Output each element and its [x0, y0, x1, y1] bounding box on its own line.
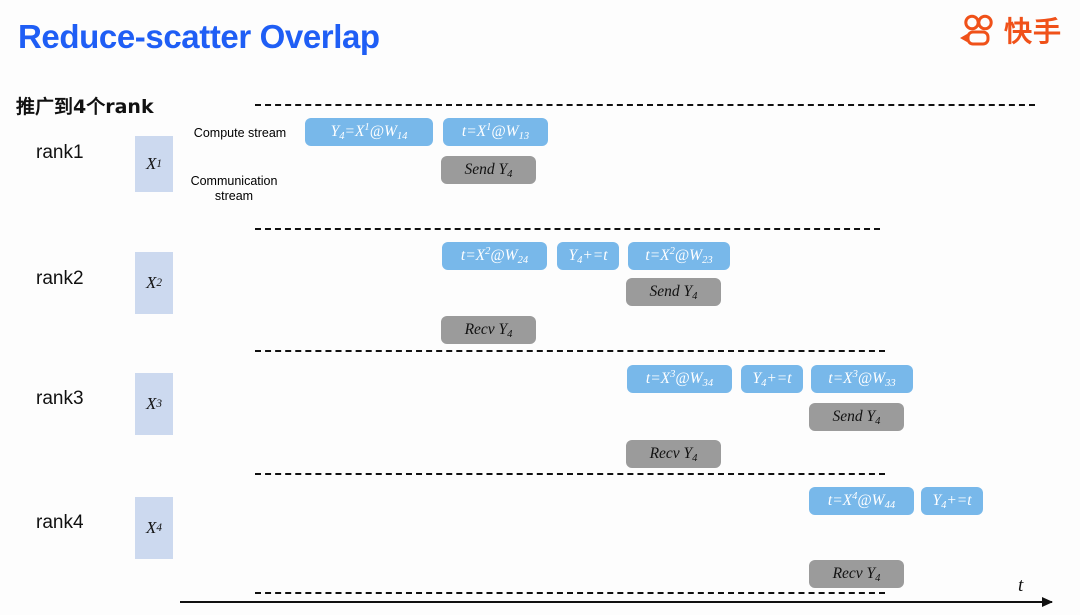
op-label: t=X4@W44: [827, 490, 896, 512]
dashed-separator: [255, 473, 885, 475]
logo-wordmark: 快手: [1003, 15, 1062, 48]
dashed-separator: [255, 592, 885, 594]
op-label: Recv Y4: [832, 564, 881, 584]
compute-op-box[interactable]: t=X2@W23: [628, 242, 730, 270]
recv-op-box[interactable]: Recv Y4: [441, 316, 536, 344]
kuaishou-mark-icon: [958, 14, 998, 46]
compute-op-box[interactable]: t=X3@W34: [627, 365, 732, 393]
kuaishou-logo: 快手: [958, 10, 1062, 50]
op-label: Send Y4: [464, 160, 513, 180]
compute-op-box[interactable]: t=X2@W24: [442, 242, 547, 270]
compute-op-box[interactable]: t=X1@W13: [443, 118, 548, 146]
op-label: t=X3@W34: [645, 368, 714, 390]
page-title: Reduce-scatter Overlap: [18, 18, 380, 55]
op-label: Recv Y4: [649, 444, 698, 464]
rank-label-4: rank4: [36, 512, 84, 533]
compute-op-box[interactable]: Y4=X1@W14: [305, 118, 433, 146]
dashed-separator: [255, 350, 885, 352]
compute-op-box[interactable]: t=X3@W33: [811, 365, 913, 393]
compute-op-box[interactable]: Y4+=t: [741, 365, 803, 393]
compute-op-box[interactable]: Y4+=t: [557, 242, 619, 270]
recv-op-box[interactable]: Recv Y4: [809, 560, 904, 588]
op-label: Send Y4: [649, 282, 698, 302]
recv-op-box[interactable]: Recv Y4: [626, 440, 721, 468]
rank-label-1: rank1: [36, 142, 84, 163]
op-label: Send Y4: [832, 407, 881, 427]
op-label: Y4+=t: [932, 491, 972, 511]
op-label: t=X3@W33: [828, 368, 896, 390]
rank-label-3: rank3: [36, 388, 84, 409]
send-op-box[interactable]: Send Y4: [441, 156, 536, 184]
op-label: Y4+=t: [752, 369, 792, 389]
subtitle: 推广到4个rank: [16, 96, 154, 118]
dashed-separator: [255, 104, 1035, 106]
op-label: Y4=X1@W14: [330, 121, 408, 143]
compute-stream-label: Compute stream: [193, 126, 287, 140]
op-label: t=X1@W13: [461, 121, 530, 143]
op-label: t=X2@W23: [645, 245, 713, 267]
compute-op-box[interactable]: Y4+=t: [921, 487, 983, 515]
send-op-box[interactable]: Send Y4: [626, 278, 721, 306]
time-axis: [180, 597, 1053, 607]
time-axis-label: t: [1018, 575, 1024, 596]
communication-stream-label: Communication stream: [190, 174, 278, 203]
op-label: Y4+=t: [568, 246, 608, 266]
dashed-separator: [255, 228, 880, 230]
compute-op-box[interactable]: t=X4@W44: [809, 487, 914, 515]
send-op-box[interactable]: Send Y4: [809, 403, 904, 431]
op-label: t=X2@W24: [460, 245, 529, 267]
op-label: Recv Y4: [464, 320, 513, 340]
rank-label-2: rank2: [36, 268, 84, 289]
